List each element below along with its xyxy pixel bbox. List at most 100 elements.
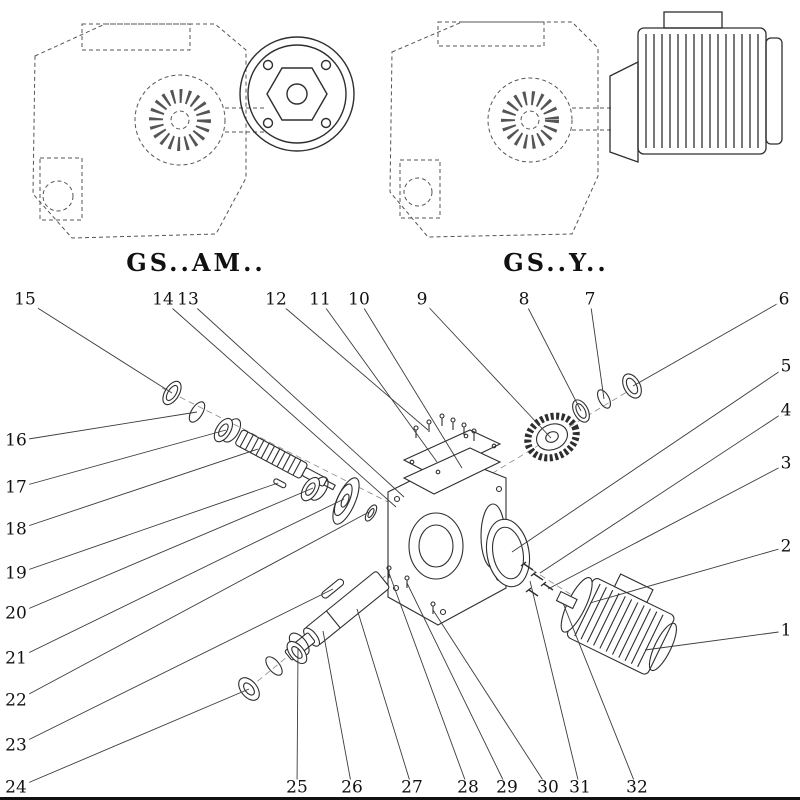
leader-line-32 <box>562 602 638 789</box>
part-callout-30: 30 <box>535 777 561 798</box>
leader-line-3 <box>547 463 787 590</box>
gearbox-housing-outline-y <box>389 21 612 238</box>
part-callout-19: 19 <box>3 563 29 584</box>
cover-ring <box>622 373 642 399</box>
part-callout-1: 1 <box>778 620 794 641</box>
leader-line-17 <box>15 429 227 489</box>
gearbox-housing-outline-am <box>32 23 266 239</box>
part-callout-12: 12 <box>263 289 289 310</box>
output-key <box>321 578 345 599</box>
part-callout-5: 5 <box>778 356 794 377</box>
part-callout-10: 10 <box>346 289 372 310</box>
part-callout-11: 11 <box>307 289 333 310</box>
part-callout-25: 25 <box>284 777 310 798</box>
output-bearing <box>286 632 310 665</box>
leader-line-14 <box>162 299 397 508</box>
part-callout-28: 28 <box>455 777 481 798</box>
leader-line-8 <box>523 299 582 412</box>
part-callout-4: 4 <box>778 400 794 421</box>
leader-line-19 <box>15 482 279 575</box>
motor-exploded-fins <box>574 583 664 668</box>
helical-gear <box>524 412 580 462</box>
key-pin <box>273 478 287 489</box>
part-callout-31: 31 <box>567 777 593 798</box>
part-callout-17: 17 <box>3 477 29 498</box>
leader-line-12 <box>275 299 429 431</box>
motor-bolts <box>520 561 554 597</box>
gearbox-drawing-gs-y <box>389 11 783 238</box>
part-callout-24: 24 <box>3 777 29 798</box>
part-callout-13: 13 <box>175 289 201 310</box>
part-callout-29: 29 <box>494 777 520 798</box>
part-callout-16: 16 <box>3 430 29 451</box>
part-callout-9: 9 <box>414 289 430 310</box>
worm-threads <box>239 431 302 476</box>
leader-line-20 <box>15 487 314 615</box>
retaining-ring-input <box>188 401 206 423</box>
leader-line-9 <box>421 299 552 439</box>
gearbox-drawing-gs-am <box>32 23 355 239</box>
leader-line-15 <box>24 299 173 394</box>
leader-line-21 <box>15 498 345 660</box>
part-callout-20: 20 <box>3 603 29 624</box>
leader-line-26 <box>322 630 353 789</box>
housing-cover-plates <box>402 429 502 495</box>
worm-shaft <box>235 429 336 491</box>
output-retaining-ring <box>265 656 283 676</box>
part-callout-27: 27 <box>399 777 425 798</box>
leader-line-22 <box>15 511 370 702</box>
leader-line-29 <box>406 582 508 789</box>
leader-line-13 <box>187 299 405 498</box>
leader-line-23 <box>15 588 334 747</box>
leader-line-18 <box>15 448 259 531</box>
motor-drawing <box>609 11 783 163</box>
part-callout-26: 26 <box>339 777 365 798</box>
part-callout-2: 2 <box>778 536 794 557</box>
part-callout-7: 7 <box>582 289 598 310</box>
leader-line-7 <box>589 299 605 400</box>
leader-line-24 <box>15 688 250 789</box>
retaining-ring-gear <box>597 389 611 409</box>
leader-line-10 <box>358 299 463 469</box>
part-callout-14: 14 <box>150 289 176 310</box>
motor-flange-seal <box>485 518 531 588</box>
part-callout-6: 6 <box>776 289 792 310</box>
model-label-gs-y: GS..Y.. <box>503 248 609 277</box>
leader-line-5 <box>511 366 787 553</box>
leader-line-31 <box>529 580 581 789</box>
gear-housing <box>387 457 507 626</box>
motor-end-cap <box>765 37 783 145</box>
leader-line-4 <box>539 410 787 574</box>
input-flange-am <box>239 36 355 152</box>
worm-wheel-disc <box>332 477 360 525</box>
cover-screws <box>413 413 477 441</box>
model-label-gs-am: GS..AM.. <box>126 248 266 277</box>
leader-line-2 <box>589 546 787 604</box>
part-callout-3: 3 <box>778 453 794 474</box>
leader-line-1 <box>644 630 787 651</box>
exploded-view <box>161 373 677 701</box>
motor-exploded <box>555 573 677 675</box>
leader-line-11 <box>319 299 438 463</box>
leader-line-6 <box>632 299 785 387</box>
part-callout-15: 15 <box>12 289 38 310</box>
bottom-edge-line <box>0 797 800 800</box>
terminal-box <box>663 11 723 29</box>
leader-line-16 <box>15 411 198 442</box>
part-callout-21: 21 <box>3 648 29 669</box>
part-callout-32: 32 <box>624 777 650 798</box>
leader-line-30 <box>432 609 549 789</box>
input-bearing-front <box>213 417 242 443</box>
part-callout-8: 8 <box>516 289 532 310</box>
motor-fins <box>645 34 759 148</box>
spacer-ring <box>364 504 378 522</box>
leader-line-28 <box>388 572 469 789</box>
leader-line-27 <box>356 608 413 789</box>
worm-wheel-hatch-am <box>149 89 211 151</box>
leader-lines <box>15 299 787 789</box>
worm-wheel-hatch-y <box>501 91 559 149</box>
part-callout-18: 18 <box>3 519 29 540</box>
part-callout-22: 22 <box>3 690 29 711</box>
part-callout-23: 23 <box>3 735 29 756</box>
